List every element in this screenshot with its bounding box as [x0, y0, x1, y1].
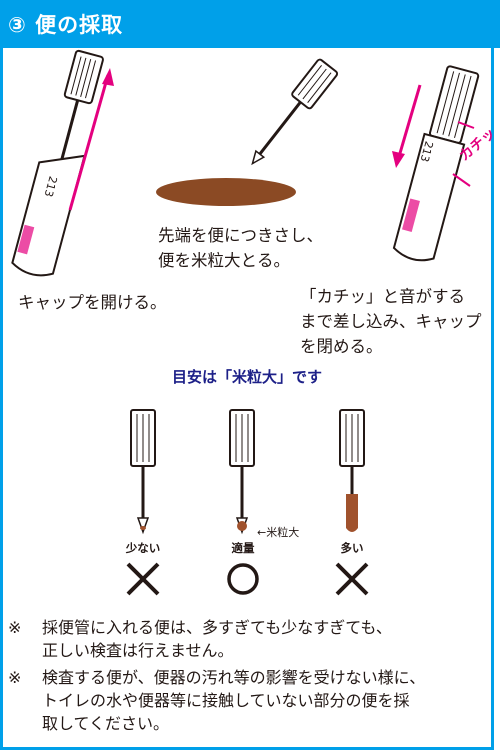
- note2-line3: 取してください。: [42, 714, 170, 733]
- note-2: ※ 検査する便が、便器の汚れ等の影響を受けない様に、 トイレの水や便器等に接触し…: [8, 666, 486, 735]
- note1-line2: 正しい検査は行えません。: [42, 641, 234, 660]
- note-mark: ※: [8, 618, 22, 637]
- step3-caption-line3: を閉める。: [300, 337, 383, 356]
- note1-line1: 採便管に入れる便は、多すぎても少なすぎても、: [42, 618, 392, 637]
- stool-icon: [156, 178, 296, 206]
- rice-note: ←米粒大: [257, 526, 300, 539]
- note-mark: ※: [8, 668, 22, 687]
- label-too-little: 少ない: [125, 541, 161, 555]
- guide-stick-much: [339, 409, 365, 532]
- step3-illustration: [392, 65, 480, 262]
- circle-icon-right: [227, 563, 259, 595]
- note-1: ※ 採便管に入れる便は、多すぎても少なすぎても、 正しい検査は行えません。: [8, 616, 486, 662]
- step3-caption-line1: 「カチッ」と音がする: [300, 287, 465, 306]
- arrow-down-icon: [396, 84, 422, 161]
- step1-caption: キャップを開ける。: [18, 293, 167, 312]
- section-header: ③ 便の採取: [0, 0, 500, 48]
- note2-line1: 検査する便が、便器の汚れ等の影響を受けない様に、: [42, 668, 426, 687]
- step2-caption-line2: 便を米粒大とる。: [158, 251, 290, 270]
- guide-stick-right: [229, 409, 255, 535]
- label-just-right: 適量: [231, 541, 255, 555]
- step3-caption-line2: まで差し込み、キャップ: [300, 312, 482, 331]
- guide-stick-little: [130, 409, 156, 535]
- step2-illustration: [156, 58, 339, 206]
- label-too-much: 多い: [340, 541, 364, 555]
- cross-icon-little: [126, 562, 160, 596]
- note2-line2: トイレの水や便器等に接触していない部分の便を採: [42, 691, 410, 710]
- arrow-up-icon: [68, 74, 110, 211]
- cross-icon-much: [335, 562, 369, 596]
- cap-icon: [63, 49, 104, 105]
- section-title: ③ 便の採取: [8, 13, 124, 37]
- step2-caption-line1: 先端を便につきさし、: [158, 226, 323, 245]
- step1-illustration: [11, 49, 114, 277]
- guide-title: 目安は「米粒大」です: [171, 368, 322, 386]
